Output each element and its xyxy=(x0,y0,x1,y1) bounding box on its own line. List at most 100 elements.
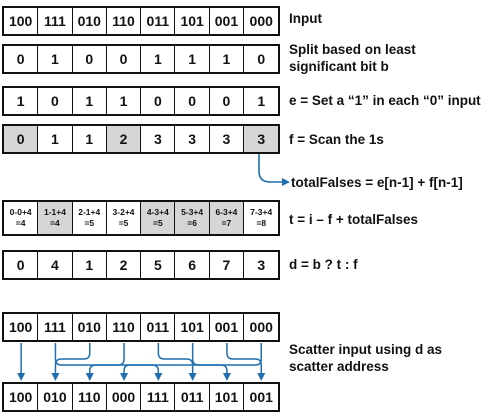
d-cell: 6 xyxy=(175,252,210,278)
t-cell-expr: 3-2+4 xyxy=(112,207,135,217)
f-cell: 3 xyxy=(175,126,210,152)
e-cell: 0 xyxy=(141,88,176,114)
d-cell: 3 xyxy=(244,252,279,278)
b-cell: 1 xyxy=(175,46,210,72)
bit-b-label: Split based on least significant bit b xyxy=(289,42,416,74)
scatter-arrow xyxy=(85,343,125,381)
t-cell-result: =4 xyxy=(50,218,60,228)
scatter-out-cell: 000 xyxy=(106,384,142,410)
t-cell-result: =5 xyxy=(84,218,95,228)
f-cell: 0 xyxy=(4,126,39,152)
scatter-out-cell: 100 xyxy=(4,384,39,410)
scatter-in-cell: 001 xyxy=(209,314,245,340)
t-cell-result: =6 xyxy=(187,218,197,228)
scatter-in-cell: 110 xyxy=(106,314,142,340)
t-cell-result: =5 xyxy=(118,218,129,228)
e-cell: 1 xyxy=(72,88,107,114)
scatter-out-cell: 001 xyxy=(244,384,279,410)
d-label: d = b ? t : f xyxy=(289,257,358,272)
total-falses-arrow xyxy=(258,154,290,186)
f-cell: 1 xyxy=(38,126,73,152)
scatter-arrow xyxy=(51,343,91,381)
input-cell: 100 xyxy=(4,8,39,34)
scatter-in-cell: 000 xyxy=(244,314,279,340)
e-cell: 1 xyxy=(244,88,279,114)
t-cell-expr: 0-0+4 xyxy=(9,207,32,217)
scatter-in-cell: 010 xyxy=(72,314,107,340)
t-cell-expr: 1-1+4 xyxy=(43,207,66,217)
scatter-arrow xyxy=(191,343,231,381)
f-label: f = Scan the 1s xyxy=(289,132,384,147)
t-cell: 6-3+4=7 xyxy=(209,202,245,234)
d-cell: 7 xyxy=(209,252,245,278)
input-cell: 110 xyxy=(106,8,142,34)
t-cell-result: =7 xyxy=(221,218,232,228)
scatter-in-cell: 100 xyxy=(4,314,39,340)
b-cell: 1 xyxy=(141,46,176,72)
t-cell: 5-3+4=6 xyxy=(175,202,210,234)
e-cell: 1 xyxy=(4,88,39,114)
e-cell: 0 xyxy=(38,88,73,114)
f-cell: 1 xyxy=(72,126,107,152)
b-cell: 0 xyxy=(106,46,142,72)
b-cell: 0 xyxy=(4,46,39,72)
t-cell-expr: 2-1+4 xyxy=(78,207,101,217)
scatter-arrow xyxy=(157,343,197,381)
t-cell: 1-1+4=4 xyxy=(38,202,73,234)
t-cell-result: =8 xyxy=(256,218,267,228)
f-cell: 3 xyxy=(209,126,245,152)
input-cell: 000 xyxy=(244,8,279,34)
t-cell-expr: 6-3+4 xyxy=(215,207,238,217)
scatter-in-cell: 111 xyxy=(38,314,73,340)
scatter-arrow xyxy=(54,343,163,381)
scatter-out-cell: 111 xyxy=(141,384,176,410)
scatter-in-cell: 101 xyxy=(175,314,210,340)
b-cell: 1 xyxy=(209,46,245,72)
f-cell: 2 xyxy=(106,126,142,152)
input-cell: 010 xyxy=(72,8,107,34)
d-cell: 5 xyxy=(141,252,176,278)
d-cell: 4 xyxy=(38,252,73,278)
input-cell: 111 xyxy=(38,8,73,34)
t-cell-expr: 5-3+4 xyxy=(181,207,204,217)
input-cell: 101 xyxy=(175,8,210,34)
total-falses-label: totalFalses = e[n-1] + f[n-1] xyxy=(291,175,463,190)
t-cell: 3-2+4=5 xyxy=(106,202,142,234)
scatter-arrow xyxy=(226,343,266,381)
f-cell: 3 xyxy=(141,126,176,152)
e-cell: 0 xyxy=(209,88,245,114)
t-label: t = i – f + totalFalses xyxy=(289,212,419,227)
d-cell: 2 xyxy=(106,252,142,278)
input-cell: 011 xyxy=(141,8,176,34)
scatter-out-cell: 010 xyxy=(38,384,73,410)
scatter-out-cell: 110 xyxy=(72,384,107,410)
scatter-arrow xyxy=(120,343,262,381)
e-cell: 1 xyxy=(106,88,142,114)
d-cell: 1 xyxy=(72,252,107,278)
scatter-out-cell: 011 xyxy=(175,384,210,410)
t-cell-result: =4 xyxy=(15,218,26,228)
b-cell: 0 xyxy=(72,46,107,72)
input-label: Input xyxy=(289,11,322,26)
b-cell: 0 xyxy=(244,46,279,72)
t-cell: 0-0+4=4 xyxy=(4,202,39,234)
f-cell: 3 xyxy=(244,126,279,152)
t-cell-result: =5 xyxy=(152,218,163,228)
t-cell: 7-3+4=8 xyxy=(244,202,279,234)
t-cell: 2-1+4=5 xyxy=(72,202,107,234)
b-cell: 1 xyxy=(38,46,73,72)
d-cell: 0 xyxy=(4,252,39,278)
scatter-in-cell: 011 xyxy=(141,314,176,340)
t-cell-expr: 7-3+4 xyxy=(250,207,273,217)
input-cell: 001 xyxy=(209,8,245,34)
t-cell: 4-3+4=5 xyxy=(141,202,176,234)
